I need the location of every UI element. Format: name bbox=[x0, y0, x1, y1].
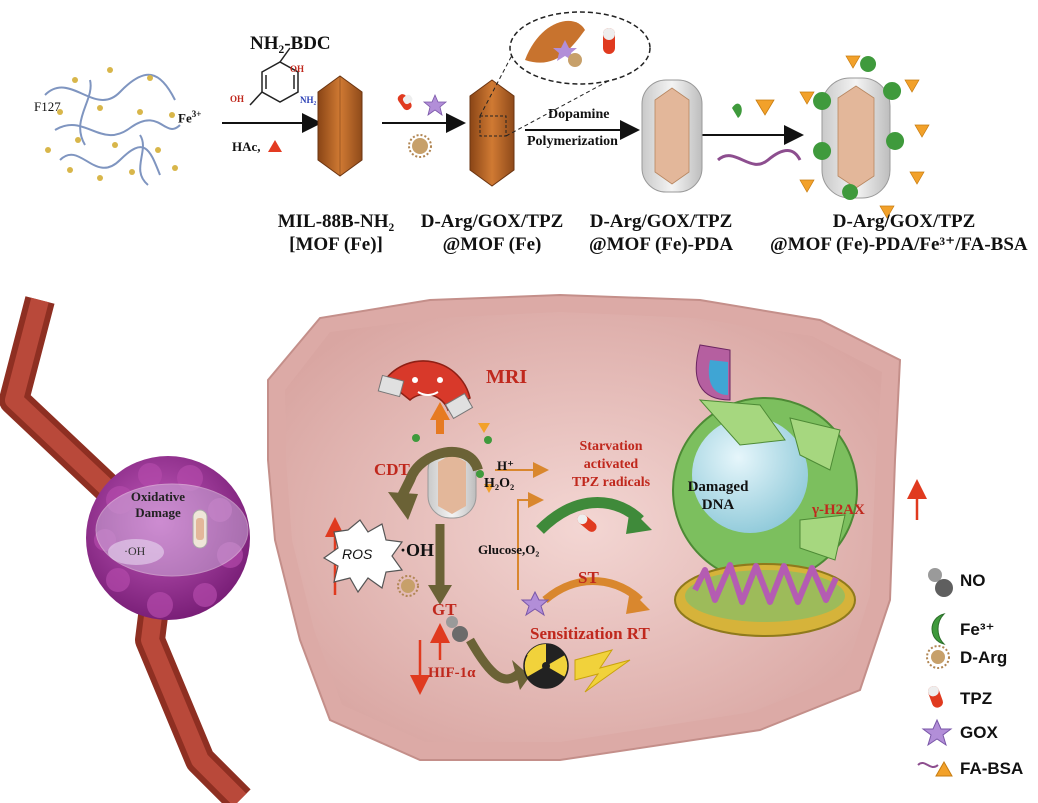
mitochondrion bbox=[674, 562, 856, 637]
radiation-symbol bbox=[523, 643, 569, 689]
oxidative-line1: Oxidative bbox=[130, 489, 186, 504]
caption-pda-line2: @MOF (Fe)-PDA bbox=[588, 234, 734, 255]
caption-loaded-mof-line1: D-Arg/GOX/TPZ bbox=[420, 211, 564, 232]
legend-label-fa-bsa: FA-BSA bbox=[960, 759, 1024, 778]
oh-radical-label: ·OH bbox=[400, 540, 435, 560]
mof-crystal-1 bbox=[317, 75, 363, 177]
lightning-icon bbox=[574, 649, 631, 693]
caption-pda: D-Arg/GOX/TPZ @MOF (Fe)-PDA bbox=[566, 210, 756, 256]
caption-final-line2: @MOF (Fe)-PDA/Fe³⁺/FA-BSA bbox=[770, 234, 1028, 255]
polymer-with-fe-precursors bbox=[44, 67, 181, 186]
fe-label: Fe3+ bbox=[178, 109, 201, 126]
starvation-line3: TPZ radicals bbox=[571, 475, 651, 490]
ros-burst bbox=[322, 519, 404, 594]
polymerization-label: Polymerization bbox=[527, 134, 618, 149]
caption-pda-line1: D-Arg/GOX/TPZ bbox=[589, 211, 733, 232]
tpz-capsule-icon bbox=[927, 686, 943, 708]
caption-final-line1: D-Arg/GOX/TPZ bbox=[832, 211, 976, 232]
linker-nh2: NH₂ bbox=[300, 95, 317, 105]
caption-loaded-mof: D-Arg/GOX/TPZ @MOF (Fe) bbox=[402, 210, 582, 256]
sensitization-rt-label: Sensitization RT bbox=[530, 624, 650, 643]
final-nanoparticle bbox=[799, 55, 930, 219]
h2o2-label: H₂O₂ bbox=[484, 476, 515, 491]
no-particle bbox=[446, 616, 468, 642]
legend-label-fe: Fe³⁺ bbox=[960, 620, 995, 639]
caption-mof-line2: [MOF (Fe)] bbox=[289, 234, 383, 255]
h2ax-label: γ-H2AX bbox=[812, 502, 865, 518]
starvation-line1: Starvation bbox=[579, 439, 643, 454]
caption-final: D-Arg/GOX/TPZ @MOF (Fe)-PDA/Fe³⁺/FA-BSA bbox=[770, 210, 1038, 256]
damaged-dna-label: Damaged DNA bbox=[680, 478, 756, 514]
starvation-line2: activated bbox=[583, 457, 639, 472]
tumor-oh-label: ·OH bbox=[124, 544, 146, 558]
linker-oh-2: OH bbox=[230, 94, 245, 104]
reaction-arrows bbox=[388, 447, 652, 690]
gox-in-cell bbox=[520, 590, 550, 617]
synthesis-arrows bbox=[222, 113, 804, 145]
condition-label: HAc, bbox=[232, 139, 261, 154]
damaged-line1: Damaged bbox=[687, 479, 749, 495]
gt-label: GT bbox=[432, 600, 457, 619]
oxidative-line2: Damage bbox=[135, 505, 181, 520]
ros-label: ROS bbox=[342, 546, 373, 562]
f127-label: F127 bbox=[34, 99, 61, 114]
gox-star-icon bbox=[921, 718, 953, 747]
cell-nanoparticle bbox=[412, 423, 494, 519]
fe-label-text: Fe bbox=[178, 110, 192, 126]
legend-label-tpz: TPZ bbox=[960, 689, 993, 708]
pda-coated-crystal bbox=[641, 79, 703, 193]
heat-triangle-icon bbox=[268, 140, 282, 152]
cargo-icons bbox=[397, 93, 448, 158]
dopamine-label: Dopamine bbox=[548, 107, 610, 122]
h-plus-label: H⁺ bbox=[497, 458, 514, 473]
damaged-line2: DNA bbox=[701, 497, 735, 513]
d-arg-icon bbox=[926, 645, 950, 669]
legend-label-no: NO bbox=[960, 571, 986, 590]
nucleus bbox=[672, 344, 858, 583]
caption-mof-line1: MIL-88B-NH₂ bbox=[277, 211, 395, 232]
mof-crystal-2 bbox=[469, 79, 515, 187]
caption-mof: MIL-88B-NH₂ [MOF (Fe)] bbox=[246, 210, 426, 256]
tpz-in-cell bbox=[577, 514, 597, 532]
fa-bsa-icon bbox=[917, 760, 953, 777]
st-label: ST bbox=[578, 568, 599, 587]
legend-icons bbox=[917, 568, 953, 777]
mri-label: MRI bbox=[486, 366, 528, 388]
cdt-label: CDT bbox=[374, 460, 410, 479]
oxidative-damage-label: Oxidative Damage bbox=[118, 489, 198, 521]
legend-label-d-arg: D-Arg bbox=[960, 648, 1008, 667]
no-molecule-icon bbox=[928, 568, 953, 597]
d-arg-particle bbox=[397, 575, 419, 597]
tumor-spheroid bbox=[86, 456, 250, 620]
fe-ion-icon bbox=[931, 613, 946, 645]
hif-label: HIF-1α bbox=[428, 665, 476, 681]
nh2-bdc-structure bbox=[249, 47, 299, 106]
fe-label-sup: 3+ bbox=[191, 109, 202, 119]
starvation-label: Starvation activated TPZ radicals bbox=[546, 438, 676, 492]
linker-oh-1: OH bbox=[290, 64, 305, 74]
glucose-label: Glucose,O₂ bbox=[478, 542, 540, 557]
legend-label-gox: GOX bbox=[960, 723, 998, 742]
zoom-inset bbox=[479, 11, 651, 137]
coating-agents bbox=[717, 99, 802, 166]
magnet bbox=[377, 360, 474, 434]
linker-label: NH₂-BDC bbox=[250, 33, 331, 54]
caption-loaded-mof-line2: @MOF (Fe) bbox=[442, 234, 542, 255]
